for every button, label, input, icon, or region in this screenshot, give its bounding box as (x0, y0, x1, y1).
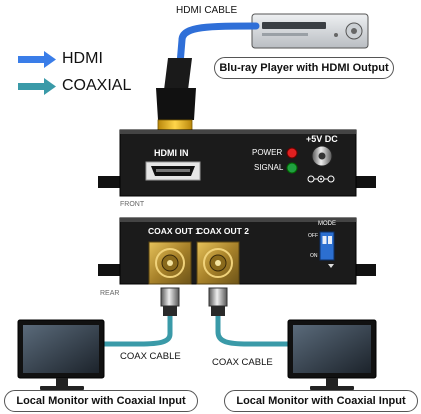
left-monitor-icon (17, 319, 105, 390)
coax-out-2-label: COAX OUT 2 (197, 226, 249, 236)
coax-cable-right-label: COAX CABLE (212, 357, 273, 368)
right-monitor-icon (287, 319, 377, 390)
hdmi-in-label: HDMI IN (154, 148, 189, 158)
coax-out-1-label: COAX OUT 1 (148, 226, 200, 236)
signal-label: SIGNAL (254, 163, 284, 172)
legend-coaxial-arrow (18, 78, 56, 95)
legend-hdmi-label: HDMI (62, 50, 103, 67)
coax-cable-left-label: COAX CABLE (120, 351, 181, 362)
left-monitor-label: Local Monitor with Coaxial Input (4, 390, 198, 412)
coax-out-2-bnc-icon (196, 241, 240, 285)
hdmi-cable-label: HDMI CABLE (176, 5, 238, 16)
coax-cable-right (215, 316, 292, 347)
right-monitor-label: Local Monitor with Coaxial Input (224, 390, 418, 412)
dc-label: +5V DC (306, 134, 338, 144)
power-label: POWER (252, 148, 283, 157)
rear-caption: REAR (100, 290, 120, 297)
mode-label: MODE (318, 221, 336, 227)
hdmi-plug-icon (156, 58, 196, 139)
legend-hdmi-arrow (18, 51, 56, 68)
dc-jack-icon (311, 145, 333, 167)
mode-dip-switch-icon (319, 231, 335, 268)
polarity-symbol-icon (307, 175, 335, 183)
hdmi-cable (176, 22, 260, 68)
mode-off-label: OFF (308, 233, 318, 239)
bnc-plug-right-icon (208, 287, 228, 316)
power-led-icon (286, 147, 298, 159)
coax-out-1-bnc-icon (148, 241, 192, 285)
coax-cable-left (100, 316, 173, 347)
front-caption: FRONT (120, 201, 145, 208)
legend-coaxial-label: COAXIAL (62, 77, 132, 94)
bluray-player-icon (251, 13, 369, 49)
bluray-player-label: Blu-ray Player with HDMI Output (214, 57, 394, 79)
bnc-plug-left-icon (160, 287, 180, 316)
signal-led-icon (286, 162, 298, 174)
mode-on-label: ON (310, 253, 318, 259)
hdmi-in-port-icon (145, 161, 201, 181)
